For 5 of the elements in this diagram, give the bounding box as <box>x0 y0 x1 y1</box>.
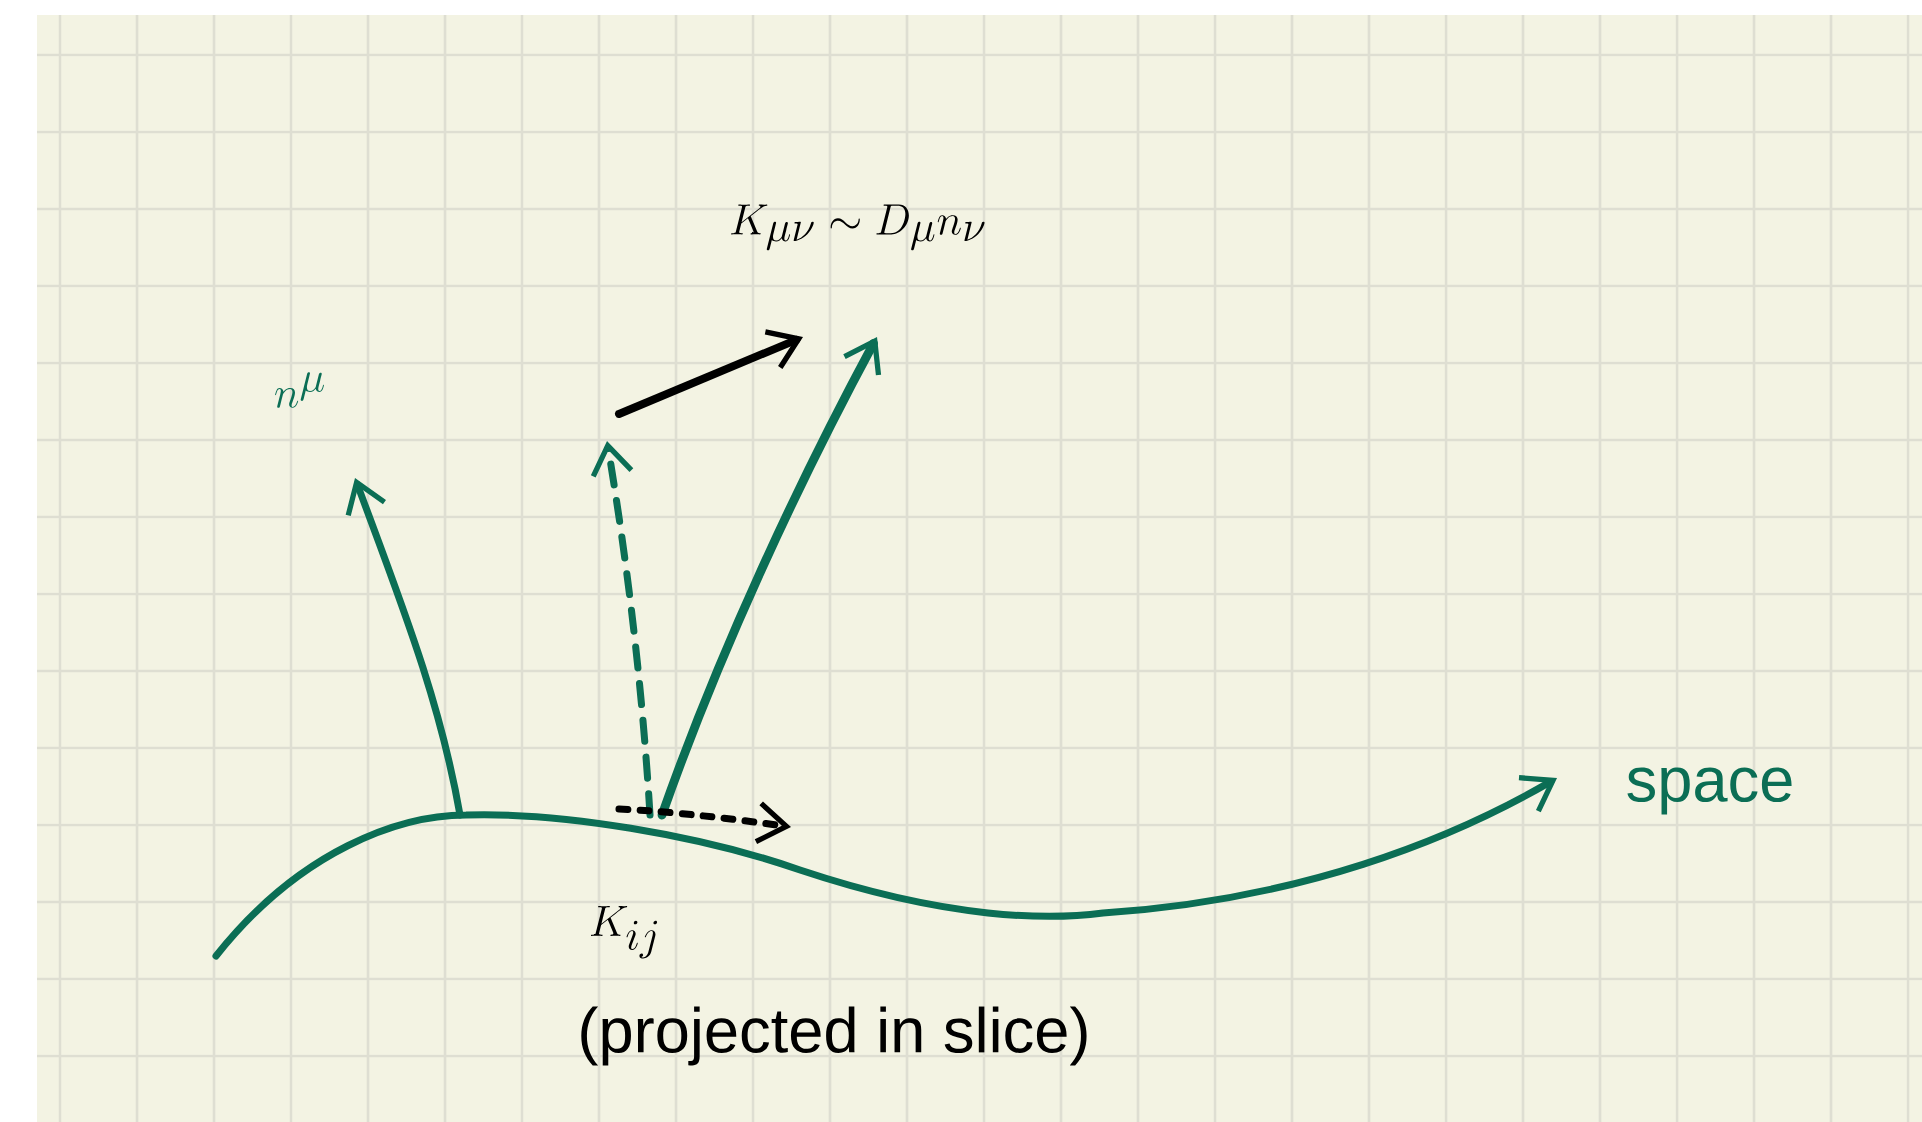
formula-label: $K_{ij}$ <box>591 906 658 959</box>
axis-label: space <box>1627 767 1792 815</box>
formula-label: $K_{\mu\nu} \sim D_\mu n_\nu$ <box>731 204 985 251</box>
vector-label: $n^\mu$ <box>275 372 324 408</box>
annotation-label: (projected in slice) <box>581 1006 1087 1066</box>
